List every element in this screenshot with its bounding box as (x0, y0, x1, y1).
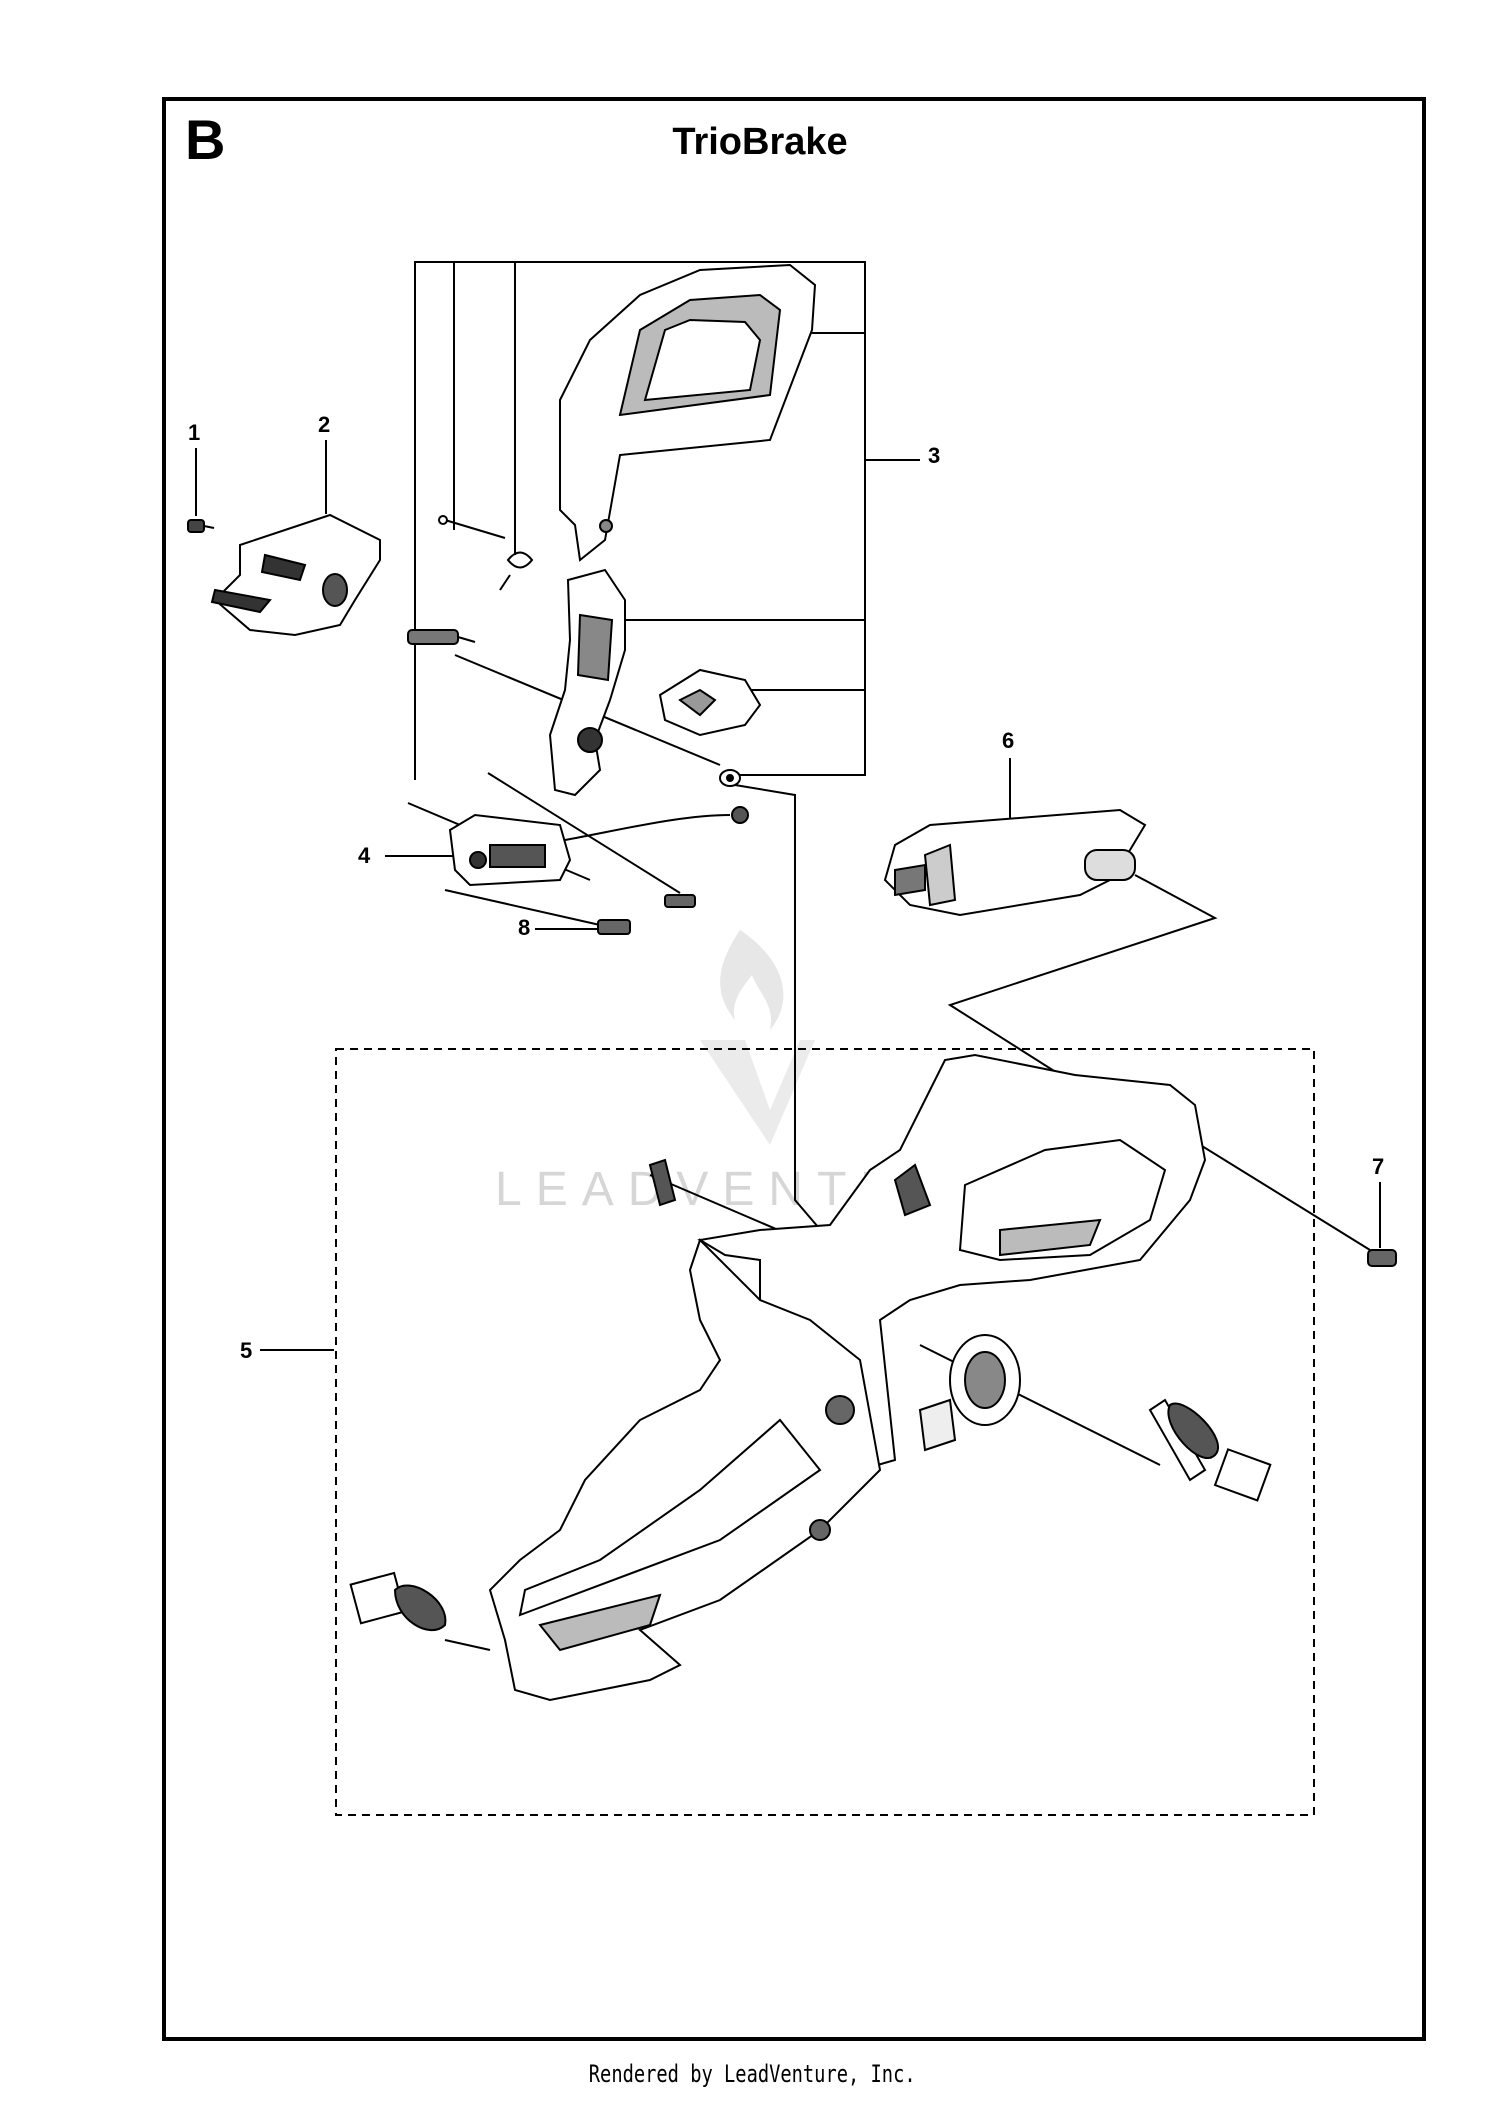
part-5-handle-assembly (488, 1053, 1207, 1702)
part-1-screw (187, 519, 215, 533)
part-7-screw (1367, 1249, 1397, 1267)
part-5-buffer-left (349, 1571, 491, 1651)
assembly-box-5 (335, 1048, 1315, 1816)
diagram-title: TrioBrake (672, 121, 848, 163)
part-6-cover (883, 808, 1147, 917)
part-3-pin (438, 515, 506, 539)
part-2-bracket (210, 513, 381, 637)
part-5-buffer-right (1148, 1398, 1272, 1502)
callout-6: 6 (1002, 728, 1014, 753)
callout-5: 5 (240, 1338, 252, 1363)
callout-2: 2 (318, 412, 330, 437)
part-8-screw (597, 919, 631, 935)
part-3-lever (548, 568, 626, 797)
part-4-switch (448, 806, 749, 887)
callout-1: 1 (188, 420, 200, 445)
part-3-spring (499, 551, 534, 591)
part-4-screw (664, 894, 696, 908)
callout-4: 4 (358, 843, 371, 868)
callout-3: 3 (928, 443, 940, 468)
diagram-frame (162, 97, 1426, 2041)
part-3-washer (719, 769, 741, 787)
callout-7: 7 (1372, 1154, 1384, 1179)
part-5-pin (648, 1158, 677, 1207)
section-letter: B (185, 108, 226, 171)
footer-credit: Rendered by LeadVenture, Inc. (588, 2060, 916, 2088)
part-3-latch (658, 668, 762, 737)
part-3-screw (407, 629, 476, 645)
callout-8: 8 (518, 915, 530, 940)
part-3-hand-guard (559, 263, 817, 562)
watermark-logo (700, 930, 815, 1145)
